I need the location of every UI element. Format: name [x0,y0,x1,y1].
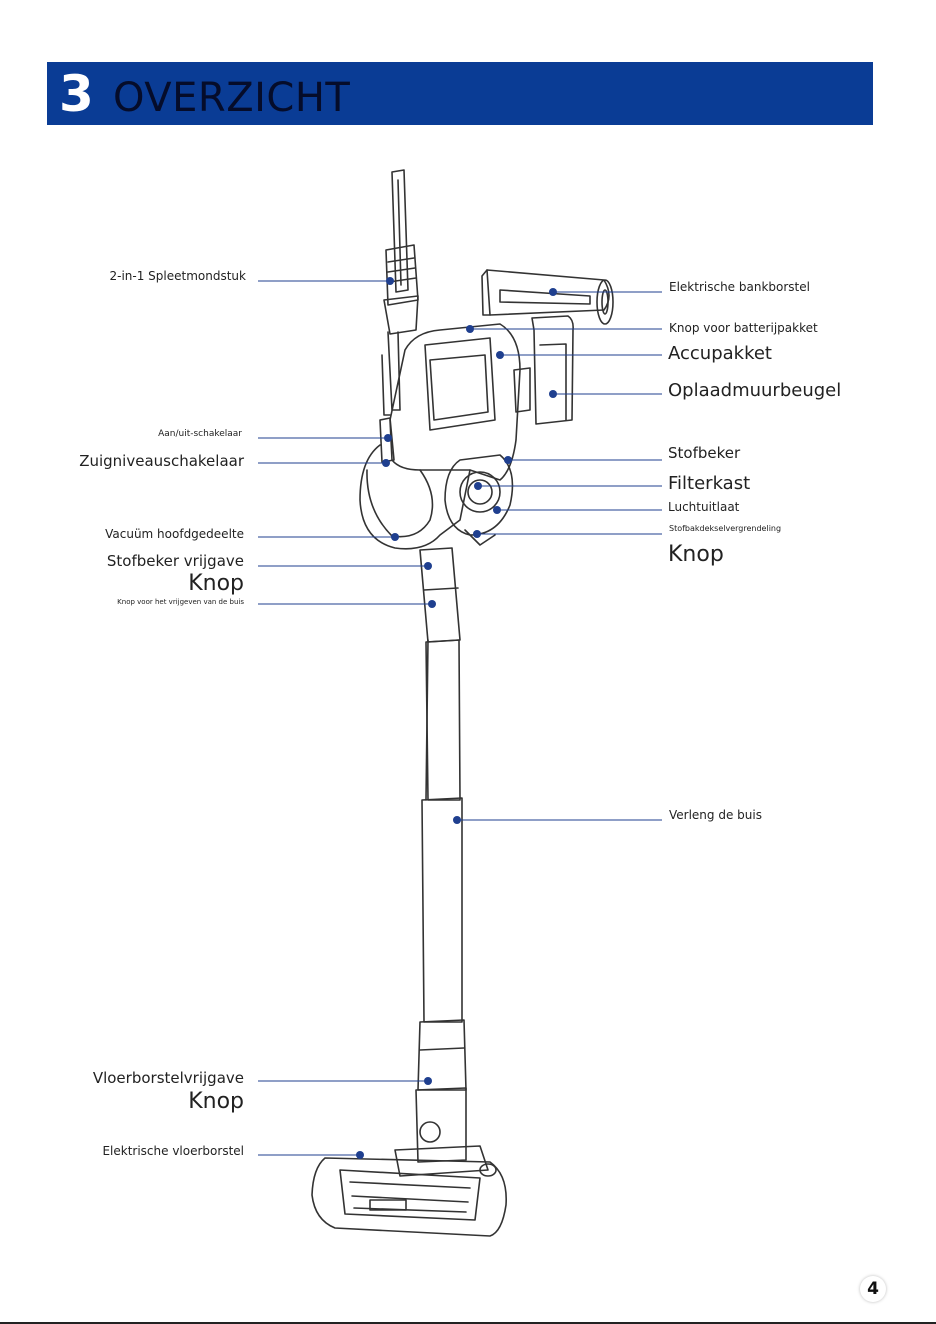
section-number: 3 [59,65,94,123]
label-battery-pack: Accupakket [668,343,772,364]
label-floor-brush-release: Vloerborstelvrijgave [92,1069,244,1087]
handle-drawing [419,547,461,643]
label-air-outlet: Luchtuitlaat [668,500,740,514]
label-crevice-tool: 2-in-1 Spleetmondstuk [109,269,247,283]
upholstery-brush-drawing [481,269,614,325]
label-dust-lid-lock-knob: Knop [668,542,724,567]
label-electric-floor-brush: Elektrische vloerborstel [102,1144,244,1158]
label-dust-cup-release-knob: Knop [188,571,244,596]
floor-brush-drawing [311,1087,507,1237]
label-floor-brush-release-knob: Knop [188,1089,244,1114]
leader-lines [258,280,662,1156]
callout-dots [356,277,557,1159]
tube-drawing [417,639,467,1091]
label-main-body: Vacuüm hoofdgedeelte [105,527,244,541]
crevice-tool-drawing [381,169,419,416]
label-dust-cup-release: Stofbeker vrijgave [106,552,244,570]
bottom-rule [0,1322,936,1324]
main-body-drawing [359,323,521,550]
label-power-switch: Aan/uit-schakelaar [158,429,242,439]
label-tube-release: Knop voor het vrijgeven van de buis [117,598,244,606]
label-filter-box: Filterkast [668,473,751,494]
label-dust-cup: Stofbeker [668,444,741,462]
label-suction-switch: Zuigniveauschakelaar [79,452,244,470]
wall-bracket-drawing [513,315,574,425]
label-wall-bracket: Oplaadmuurbeugel [668,380,842,401]
label-dust-lid-lock: Stofbakdekselvergrendeling [669,524,782,533]
label-upholstery-brush: Elektrische bankborstel [669,280,810,294]
label-battery-button: Knop voor batterijpakket [669,321,818,335]
section-title: OVERZICHT [113,75,351,121]
label-extension-tube: Verleng de buis [669,808,762,822]
section-header: 3 OVERZICHT [47,62,873,125]
page-number: 4 [860,1276,886,1302]
